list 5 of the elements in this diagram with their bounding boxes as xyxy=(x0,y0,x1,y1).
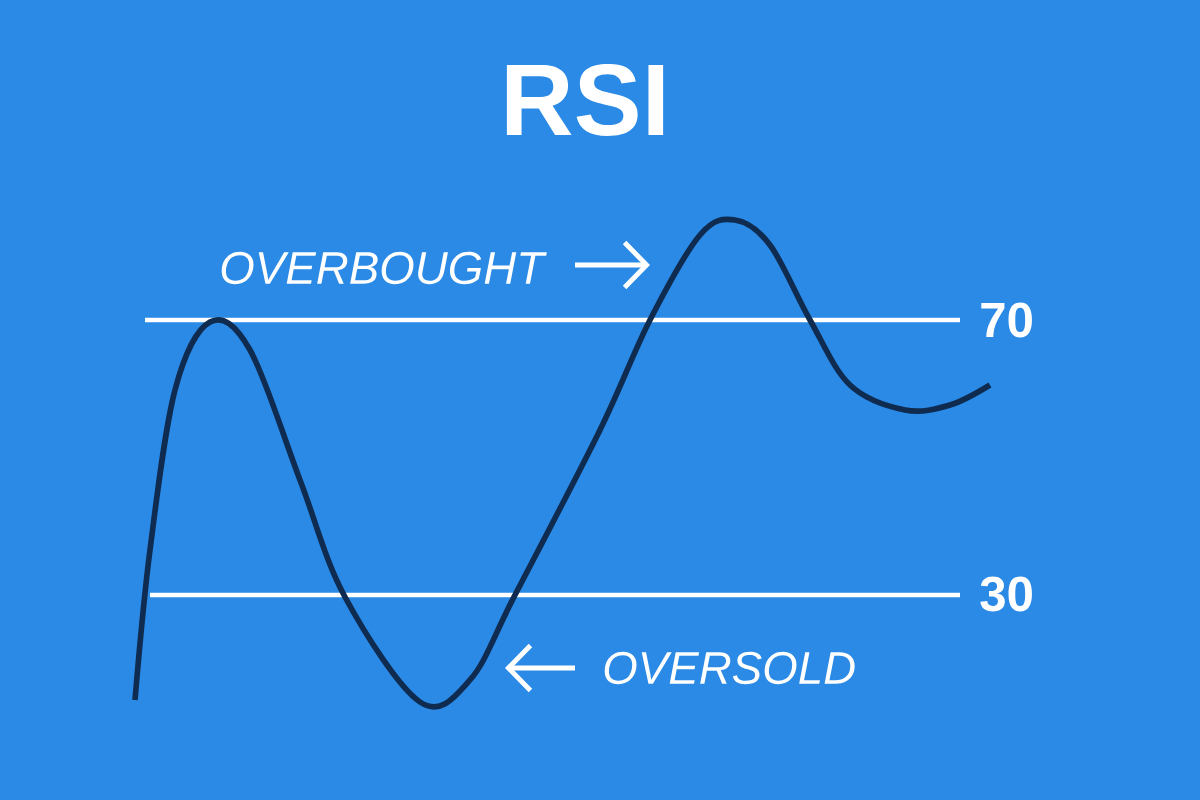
title: RSI xyxy=(506,63,664,137)
zone-label: OVERSOLD xyxy=(604,651,855,685)
zone-label: OVERBOUGHT xyxy=(221,251,547,285)
level-label: 70 xyxy=(981,302,1032,338)
level-label: 30 xyxy=(980,576,1032,612)
